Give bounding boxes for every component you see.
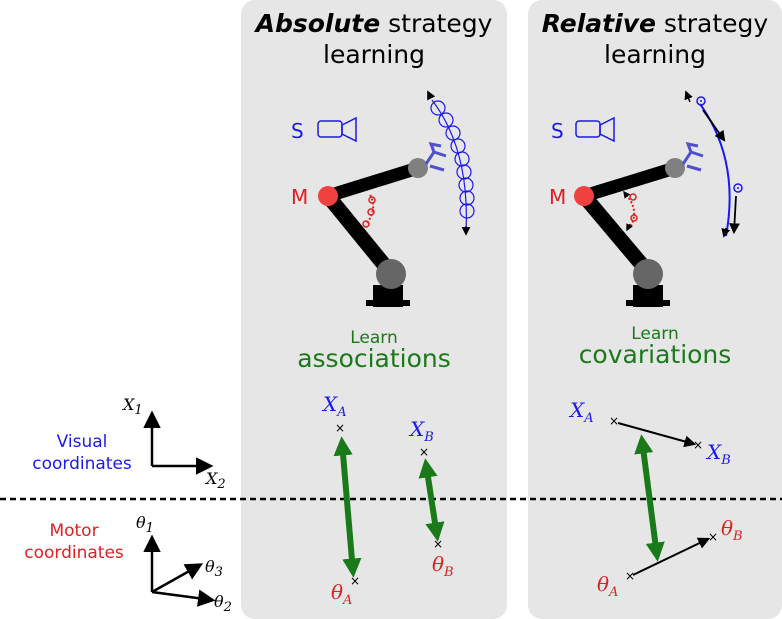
axis-t1-sub: 1: [145, 521, 154, 537]
svg-text:×: ×: [609, 414, 619, 428]
absolute-tb-label: θB: [432, 552, 454, 580]
absolute-strategy-panel: [241, 0, 507, 619]
relative-sensor-label: S: [551, 119, 564, 143]
absolute-association-b: [418, 458, 445, 542]
relative-motor-displacement: [632, 537, 711, 576]
axis-x2-label: X2: [206, 469, 226, 492]
axis-x1-text: X: [123, 395, 135, 414]
relative-ta-label: θA: [597, 572, 618, 600]
relative-xb-text: X: [707, 440, 722, 464]
visual-label-line1: Visual: [56, 432, 108, 452]
absolute-xb-label: XB: [410, 417, 434, 445]
axis-t1-label: θ1: [136, 513, 154, 536]
axis-t2-label: θ2: [214, 592, 232, 615]
motor-axes-icon: [143, 534, 216, 607]
absolute-learn-label: Learn: [350, 328, 398, 348]
axis-x2-text: X: [206, 469, 218, 488]
absolute-xb-sub: B: [424, 430, 434, 445]
relative-visual-displacement: [617, 422, 697, 448]
axis-t2-text: θ: [214, 592, 224, 611]
absolute-tb-sub: B: [444, 565, 454, 580]
absolute-robot-arm: [318, 141, 447, 307]
motor-label-line1: Motor: [49, 521, 99, 541]
absolute-ta-label: θA: [331, 580, 352, 608]
relative-learn-label: Learn: [631, 324, 679, 344]
relative-ta-sub: A: [609, 585, 619, 600]
motor-coordinates-label: Motor coordinates: [0, 520, 148, 564]
absolute-xa-sub: A: [337, 405, 347, 420]
relative-panel-title: Relative strategy learning: [528, 8, 782, 70]
axis-x2-sub: 2: [217, 477, 226, 493]
relative-tb-text: θ: [721, 516, 734, 540]
relative-learn-covariations: covariations: [578, 340, 732, 369]
relative-camera-icon: [575, 116, 615, 143]
axis-t3-sub: 3: [214, 565, 223, 581]
absolute-sensor-label: S: [291, 119, 304, 143]
axis-x1-sub: 1: [134, 403, 143, 419]
absolute-visual-trajectory: [430, 99, 475, 233]
relative-ta-text: θ: [597, 572, 610, 596]
svg-text:×: ×: [350, 574, 360, 588]
svg-text:×: ×: [419, 445, 429, 459]
relative-points: × × × ×: [609, 414, 718, 583]
absolute-title-rest: strategy: [380, 9, 493, 38]
svg-text:×: ×: [335, 421, 345, 435]
absolute-motor-label: M: [291, 185, 309, 209]
svg-text:×: ×: [708, 530, 718, 544]
relative-robot-arm: [574, 141, 704, 307]
absolute-association-a: [333, 436, 362, 578]
axis-t3-text: θ: [205, 557, 215, 576]
relative-motor-label: M: [549, 185, 567, 209]
absolute-learn-associations: associations: [297, 344, 451, 373]
absolute-ta-sub: A: [343, 593, 353, 608]
relative-title-line2: learning: [604, 40, 706, 69]
relative-xa-label: XA: [570, 398, 594, 426]
visual-coordinates-label: Visual coordinates: [0, 431, 164, 475]
svg-text:×: ×: [693, 438, 703, 452]
absolute-points: × × × ×: [335, 421, 443, 588]
relative-covariation: [634, 434, 665, 562]
axis-t1-text: θ: [136, 513, 146, 532]
absolute-xb-text: X: [410, 417, 425, 441]
relative-xb-sub: B: [721, 453, 731, 468]
visual-axes-icon: [143, 410, 214, 475]
visual-label-line2: coordinates: [32, 454, 132, 474]
relative-visual-trajectory: [684, 90, 743, 238]
relative-title-bold: Relative: [541, 9, 656, 38]
absolute-title-bold: Absolute: [255, 9, 381, 38]
absolute-title-line2: learning: [323, 40, 425, 69]
relative-xa-sub: A: [584, 411, 594, 426]
relative-xb-label: XB: [707, 440, 731, 468]
relative-tb-label: θB: [721, 516, 743, 544]
absolute-tb-text: θ: [432, 552, 445, 576]
absolute-xa-text: X: [323, 392, 338, 416]
axis-t3-label: θ3: [205, 557, 223, 580]
absolute-xa-label: XA: [323, 392, 347, 420]
absolute-panel-title: Absolute strategy learning: [241, 8, 507, 70]
svg-text:×: ×: [433, 537, 443, 551]
svg-text:×: ×: [625, 569, 635, 583]
axis-t2-sub: 2: [223, 600, 232, 616]
motor-label-line2: coordinates: [24, 543, 124, 563]
absolute-ta-text: θ: [331, 580, 344, 604]
absolute-camera-icon: [317, 116, 357, 143]
relative-title-rest: strategy: [655, 9, 769, 38]
axis-x1-label: X1: [123, 395, 143, 418]
relative-xa-text: X: [570, 398, 585, 422]
relative-tb-sub: B: [733, 529, 743, 544]
